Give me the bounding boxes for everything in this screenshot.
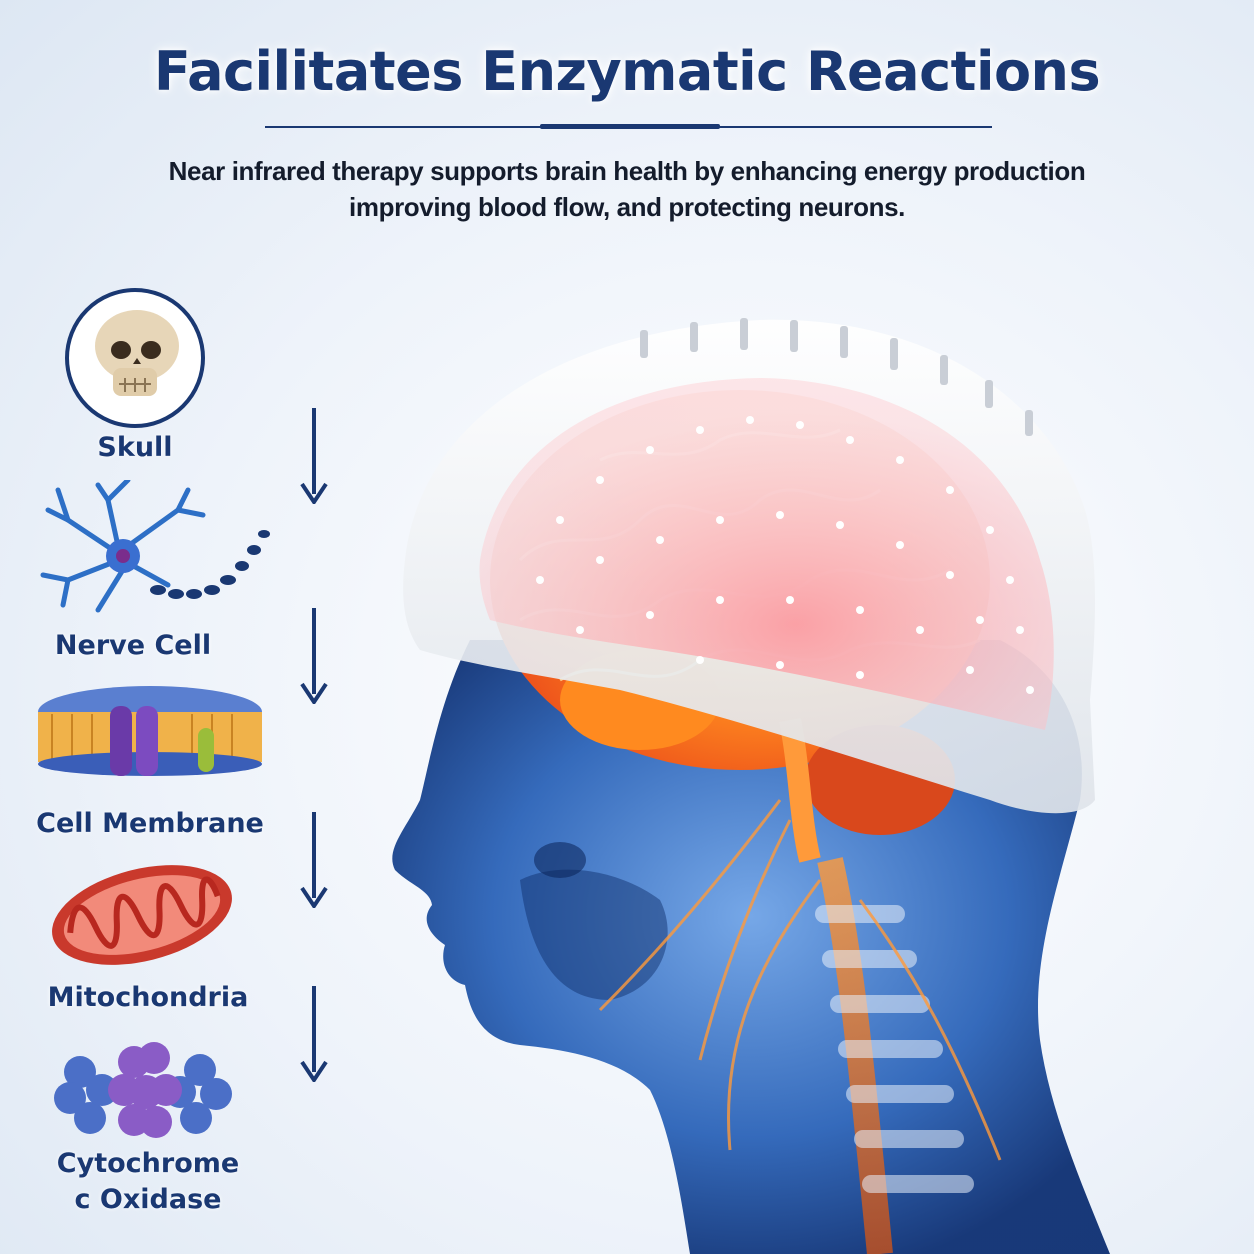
- cell-membrane-icon: [38, 686, 262, 776]
- layer-label-line-1: Cytochrome: [56, 1148, 240, 1179]
- layer-label-skull: Skull: [97, 432, 173, 463]
- subtitle-line-1: Near infrared therapy supports brain hea…: [168, 156, 1086, 186]
- enzyme-icon: [54, 1042, 232, 1138]
- arrow-down-icon: [300, 986, 328, 1082]
- title-divider-accent: [540, 124, 720, 129]
- arrow-down-icon: [300, 812, 328, 908]
- layer-label-cell-membrane: Cell Membrane: [36, 808, 264, 839]
- subtitle-line-2: improving blood flow, and protecting neu…: [349, 192, 905, 222]
- spine: [598, 799, 1002, 1254]
- layer-label-mitochondria: Mitochondria: [47, 982, 249, 1013]
- page-subtitle: Near infrared therapy supports brain hea…: [0, 153, 1254, 225]
- arrow-down-icon: [300, 608, 328, 704]
- page-title: Facilitates Enzymatic Reactions: [153, 40, 1101, 103]
- layer-label-line-2: c Oxidase: [74, 1184, 222, 1215]
- neuron-icon: [40, 480, 270, 613]
- light-therapy-helmet: [403, 318, 1095, 814]
- layer-label-cytochrome-c-oxidase: Cytochrome c Oxidase: [30, 1146, 266, 1218]
- arrow-down-icon: [300, 408, 328, 504]
- layer-label-nerve-cell: Nerve Cell: [54, 630, 212, 661]
- mitochondria-icon: [52, 865, 232, 965]
- skull-icon: [65, 288, 205, 428]
